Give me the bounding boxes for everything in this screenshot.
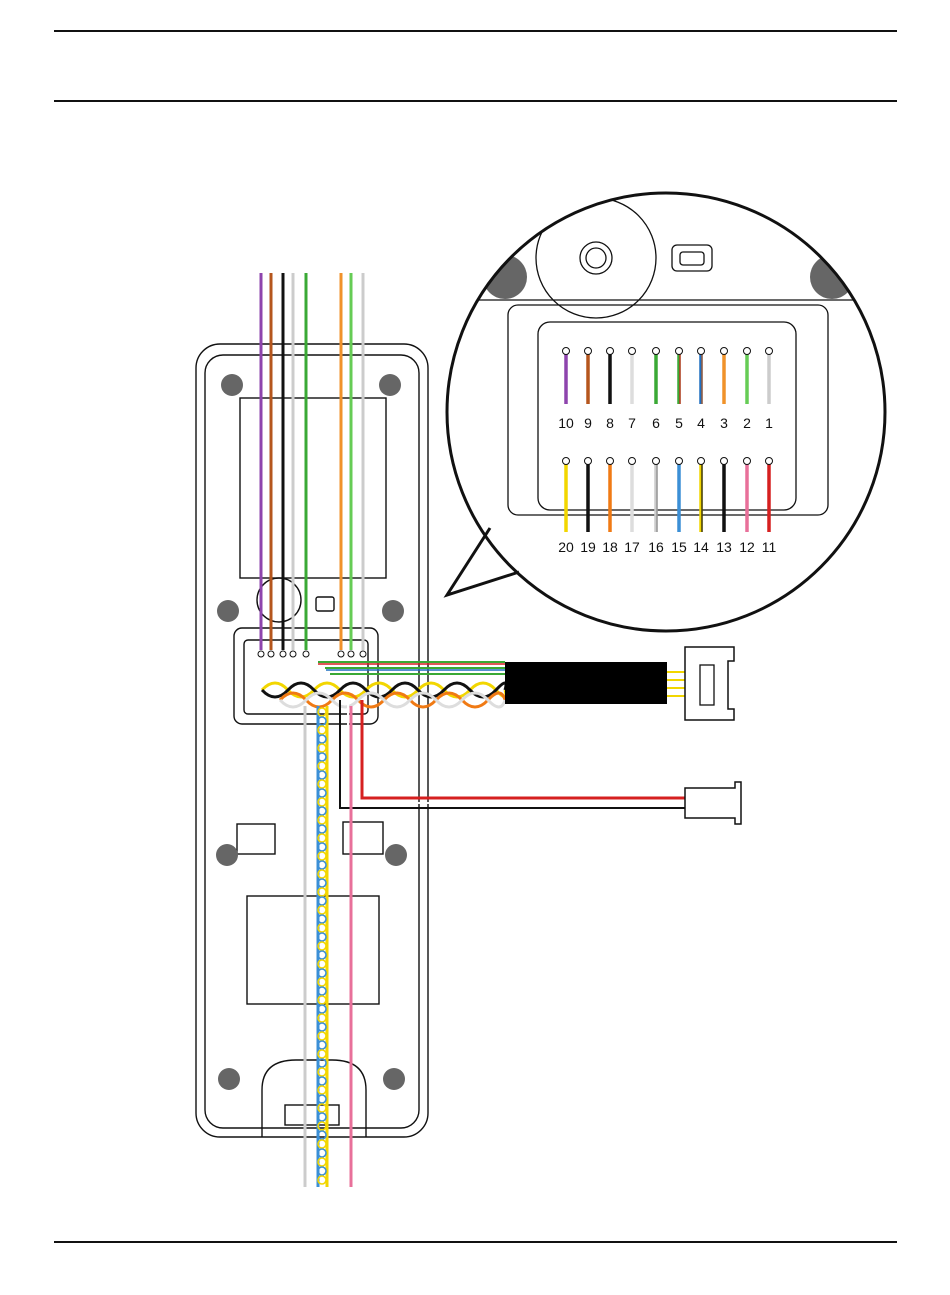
top-wire-bundle bbox=[258, 273, 366, 657]
pin-socket bbox=[585, 458, 592, 465]
screw bbox=[218, 1068, 240, 1090]
pin-label-4: 4 bbox=[697, 415, 705, 431]
pin-socket bbox=[585, 348, 592, 355]
device-terminal bbox=[360, 651, 366, 657]
device-terminal bbox=[280, 651, 286, 657]
pin-label-18: 18 bbox=[602, 539, 618, 555]
pin-label-16: 16 bbox=[648, 539, 664, 555]
pin-socket bbox=[698, 458, 705, 465]
bottom-wire-bundle bbox=[305, 706, 351, 1187]
pin-label-10: 10 bbox=[558, 415, 574, 431]
screw bbox=[385, 844, 407, 866]
pin-label-20: 20 bbox=[558, 539, 574, 555]
pin-socket bbox=[607, 458, 614, 465]
pin-label-9: 9 bbox=[584, 415, 592, 431]
pin-socket bbox=[629, 348, 636, 355]
pin-label-7: 7 bbox=[628, 415, 636, 431]
pin-label-6: 6 bbox=[652, 415, 660, 431]
pin-socket bbox=[698, 348, 705, 355]
pin-label-2: 2 bbox=[743, 415, 751, 431]
pin-label-15: 15 bbox=[671, 539, 687, 555]
screw bbox=[382, 600, 404, 622]
pin-label-13: 13 bbox=[716, 539, 732, 555]
connector-pins bbox=[563, 348, 773, 533]
device-rear-housing bbox=[196, 344, 428, 1137]
pin-label-1: 1 bbox=[765, 415, 773, 431]
pin-label-8: 8 bbox=[606, 415, 614, 431]
pin-socket bbox=[653, 458, 660, 465]
twisted-wire-bundle bbox=[262, 647, 734, 720]
device-terminal bbox=[303, 651, 309, 657]
pin-socket bbox=[676, 348, 683, 355]
device-terminal bbox=[268, 651, 274, 657]
pin-label-17: 17 bbox=[624, 539, 640, 555]
pin-socket bbox=[629, 458, 636, 465]
pin-socket bbox=[766, 458, 773, 465]
device-terminal bbox=[348, 651, 354, 657]
screw bbox=[216, 844, 238, 866]
pin-socket bbox=[721, 458, 728, 465]
pin-socket bbox=[744, 458, 751, 465]
pin-label-3: 3 bbox=[720, 415, 728, 431]
pin-socket bbox=[744, 348, 751, 355]
screw bbox=[221, 374, 243, 396]
pin-socket bbox=[653, 348, 660, 355]
pin-label-19: 19 bbox=[580, 539, 596, 555]
device-terminal bbox=[290, 651, 296, 657]
pin-socket bbox=[676, 458, 683, 465]
black-sleeve bbox=[505, 662, 667, 704]
screw bbox=[383, 1068, 405, 1090]
pin-socket bbox=[766, 348, 773, 355]
device-terminal bbox=[258, 651, 264, 657]
pin-socket bbox=[607, 348, 614, 355]
pin-label-11: 11 bbox=[762, 539, 777, 555]
pin-number-labels: 10 987654321 20 19 18 17 16 15 14 13 12 11 bbox=[558, 415, 776, 555]
power-wires bbox=[340, 700, 741, 824]
pin-label-14: 14 bbox=[693, 539, 709, 555]
power-connector bbox=[685, 782, 741, 824]
pin-socket bbox=[721, 348, 728, 355]
screw bbox=[217, 600, 239, 622]
pin-socket bbox=[563, 348, 570, 355]
device-terminal bbox=[338, 651, 344, 657]
pin-socket bbox=[563, 458, 570, 465]
screw bbox=[379, 374, 401, 396]
pin-label-12: 12 bbox=[739, 539, 755, 555]
wire-connector-20pin bbox=[685, 647, 734, 720]
pin-label-5: 5 bbox=[675, 415, 683, 431]
